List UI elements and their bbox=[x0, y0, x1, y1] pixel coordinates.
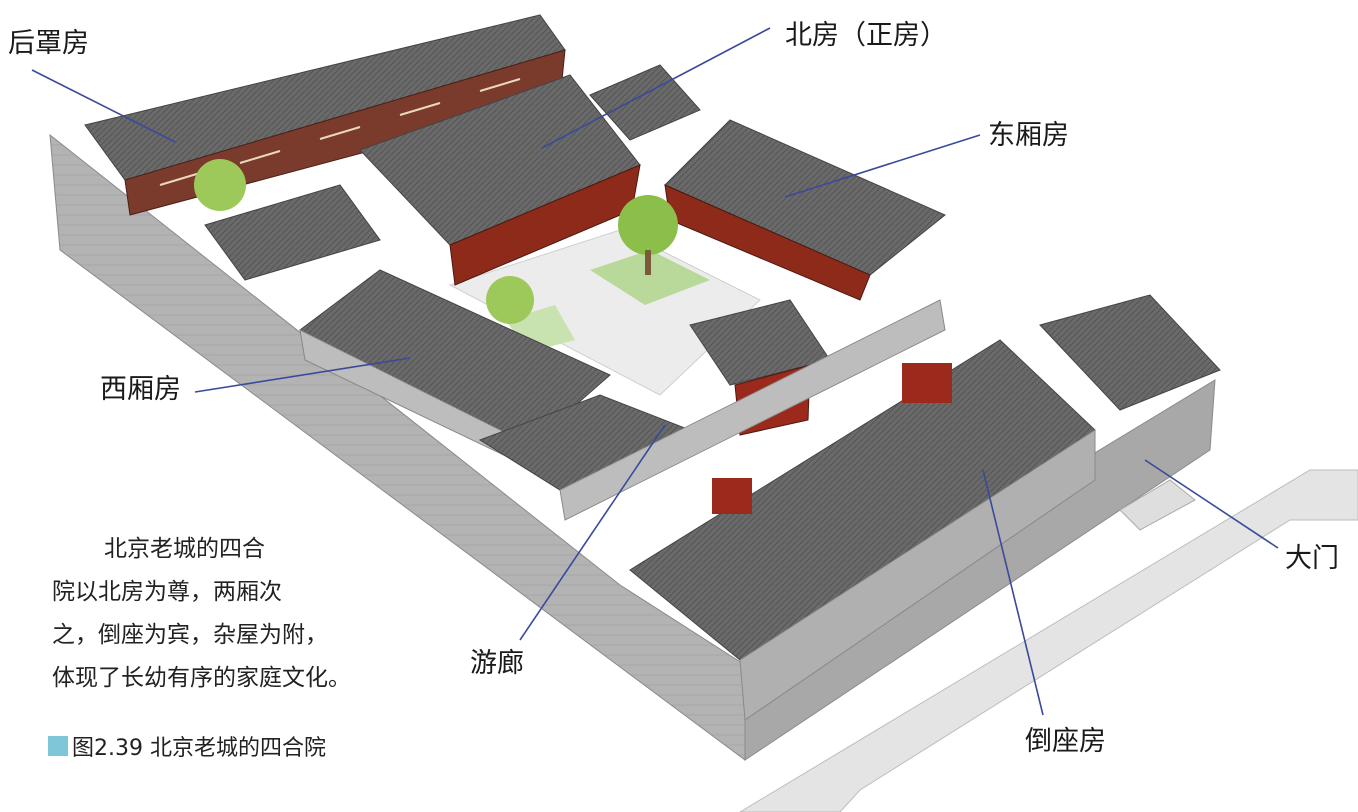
courtyard-lawn bbox=[590, 250, 710, 305]
leader-lines bbox=[31, 27, 1279, 716]
description-line-4: 体现了长幼有序的家庭文化。 bbox=[52, 665, 351, 691]
leader-daozuo bbox=[982, 469, 1044, 716]
leader-houzhao bbox=[31, 69, 176, 143]
daozuo-wall bbox=[739, 429, 1096, 721]
west-annex-roof bbox=[204, 184, 381, 281]
figure-caption: 图2.39 北京老城的四合院 bbox=[48, 730, 326, 762]
leader-beifang bbox=[541, 27, 771, 149]
caption-marker-icon bbox=[48, 736, 68, 756]
description-line-2: 院以北房为尊，两厢次 bbox=[52, 579, 282, 605]
label-houzhao: 后罩房 bbox=[8, 28, 89, 59]
leader-dongxiang bbox=[784, 134, 981, 198]
label-daozuo: 倒座房 bbox=[1025, 726, 1106, 757]
label-beifang: 北房（正房） bbox=[785, 20, 947, 51]
tree-west bbox=[486, 276, 534, 324]
damen-steps bbox=[1119, 479, 1196, 531]
description-text: 北京老城的四合 院以北房为尊，两厢次 之，倒座为宾，杂屋为附， 体现了长幼有序的… bbox=[52, 528, 351, 700]
label-youlang: 游廊 bbox=[470, 648, 524, 679]
houzhao-windows bbox=[159, 78, 521, 186]
tree-courtyard-trunk bbox=[645, 250, 651, 275]
description-line-3: 之，倒座为宾，杂屋为附， bbox=[52, 622, 328, 648]
damen-roof bbox=[1039, 294, 1221, 411]
label-dongxiang: 东厢房 bbox=[988, 120, 1069, 151]
leader-youlang bbox=[519, 424, 666, 641]
tree-courtyard bbox=[618, 195, 678, 255]
label-xixiang: 西厢房 bbox=[100, 374, 181, 405]
tree-rear bbox=[194, 159, 246, 211]
label-damen: 大门 bbox=[1285, 543, 1339, 574]
ground-plinth bbox=[739, 469, 1358, 812]
caption-text: 图2.39 北京老城的四合院 bbox=[72, 736, 326, 761]
leader-xixiang bbox=[194, 357, 411, 393]
description-line-1: 北京老城的四合 bbox=[104, 536, 265, 562]
leader-damen bbox=[1144, 459, 1279, 549]
side-door-1 bbox=[902, 363, 952, 403]
inner-wall-middle bbox=[559, 299, 946, 521]
corner-room-northeast-roof bbox=[589, 64, 701, 141]
side-door-2 bbox=[712, 478, 752, 514]
